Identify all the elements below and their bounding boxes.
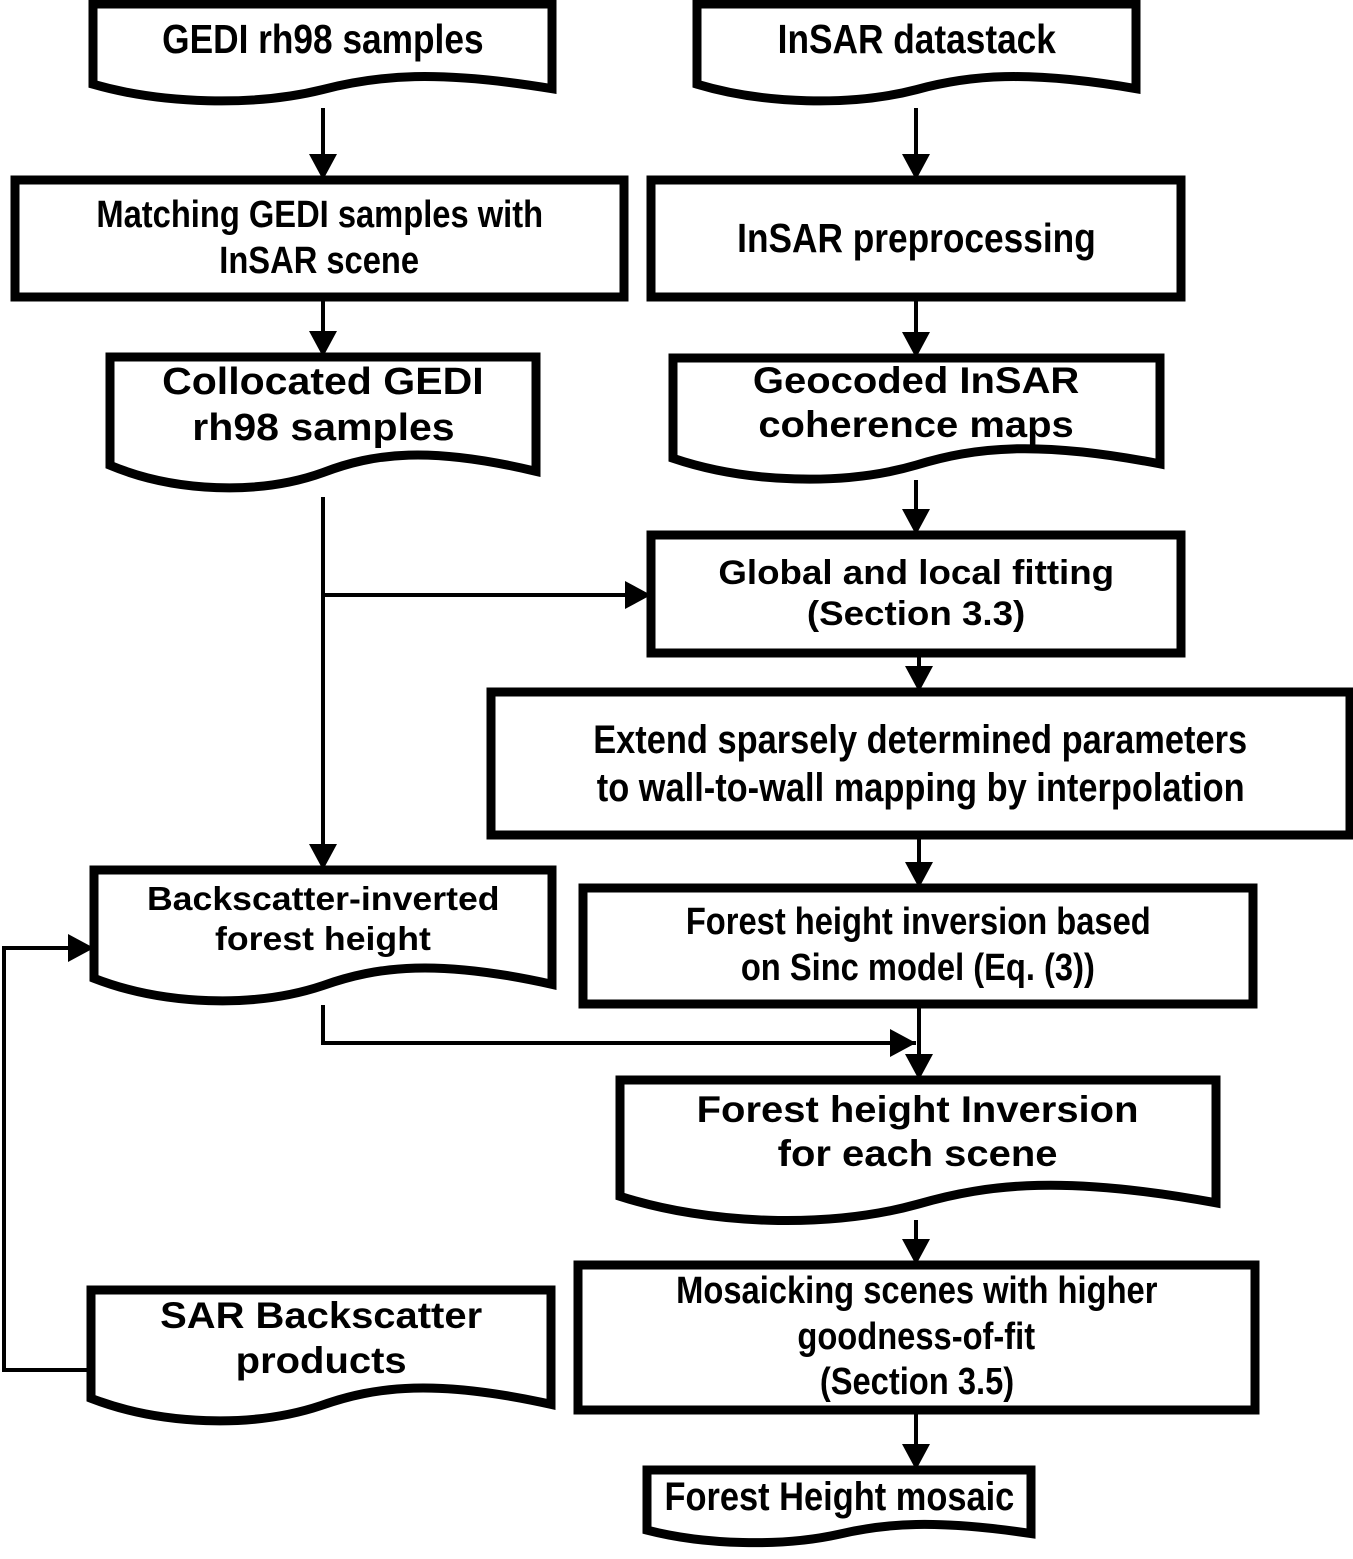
node-shape-geocoded	[668, 353, 1165, 484]
arrowhead-icon	[902, 1239, 930, 1265]
node-label-line: Collocated GEDI	[162, 361, 484, 403]
arrowhead-icon	[68, 934, 94, 962]
node-label-mosaic: Forest Height mosaic	[647, 1470, 1031, 1524]
node-label-line: SAR Backscatter	[159, 1295, 483, 1337]
edge-sar-products-to-backscatter-inv	[2, 934, 94, 1372]
arrowhead-icon	[902, 154, 930, 180]
node-label-line: InSAR scene	[219, 239, 420, 282]
arrowhead-icon	[890, 1029, 916, 1057]
node-label-fitting: Global and local fitting(Section 3.3)	[651, 535, 1181, 653]
edge-per-scene-to-mosaicking	[902, 1220, 930, 1265]
arrowhead-icon	[309, 844, 337, 870]
node-shape-mosaicking	[573, 1260, 1260, 1415]
node-shape-fitting	[646, 530, 1186, 658]
node-shape-insar-stack	[692, 0, 1141, 106]
node-label-gedi-rh98: GEDI rh98 samples	[93, 4, 552, 76]
node-label-line: Forest height inversion based	[685, 901, 1151, 944]
node-label-line: Forest height Inversion	[697, 1088, 1139, 1130]
node-label-line: products	[235, 1339, 407, 1381]
node-shape-collocated	[105, 352, 541, 493]
edge-backscatter-inv-to-per-scene	[321, 1005, 916, 1057]
edge-geocoded-to-fitting	[902, 480, 930, 535]
node-label-line: (Section 3.5)	[819, 1361, 1014, 1404]
node-label-line: Forest Height mosaic	[664, 1475, 1014, 1519]
node-shape-matching	[10, 175, 629, 302]
node-label-line: Matching GEDI samples with	[96, 193, 543, 236]
connector-line	[321, 1005, 916, 1045]
arrowhead-icon	[905, 666, 933, 692]
edge-collocated-to-backscatter-inv	[309, 497, 337, 870]
node-shape-insar-pre	[646, 175, 1186, 302]
arrowhead-icon	[309, 331, 337, 357]
node-label-line: (Section 3.3)	[806, 595, 1026, 633]
node-label-line: rh98 samples	[191, 406, 455, 449]
arrowhead-icon	[625, 581, 651, 609]
arrowhead-icon	[902, 1444, 930, 1470]
node-label-line: Geocoded InSAR	[753, 359, 1080, 401]
node-label-line: forest height	[215, 919, 431, 957]
edge-collocated-to-fitting	[323, 581, 651, 609]
arrowhead-icon	[905, 1054, 933, 1080]
node-shape-sar-products	[86, 1285, 556, 1426]
arrowhead-icon	[902, 509, 930, 535]
edge-extend-to-sinc	[905, 835, 933, 888]
node-shape-per-scene	[615, 1075, 1221, 1226]
node-label-line: Global and local fitting	[718, 554, 1114, 593]
node-label-line: to wall-to-wall mapping by interpolation	[596, 765, 1245, 810]
node-shape-sinc	[578, 883, 1258, 1009]
node-label-line: coherence maps	[758, 404, 1075, 445]
arrowhead-icon	[902, 332, 930, 358]
node-label-line: Extend sparsely determined parameters	[593, 717, 1248, 762]
edge-fitting-to-extend	[905, 653, 933, 692]
connector-line	[2, 946, 94, 1372]
node-shape-gedi-rh98	[88, 0, 557, 106]
edge-insar-pre-to-geocoded	[902, 297, 930, 358]
node-label-line: Backscatter-inverted	[146, 880, 500, 917]
arrowhead-icon	[905, 862, 933, 888]
node-label-insar-stack: InSAR datastack	[697, 4, 1136, 76]
edge-insar-stack-to-insar-pre	[902, 108, 930, 180]
node-shape-mosaic	[642, 1465, 1036, 1548]
node-label-line: InSAR preprocessing	[736, 214, 1096, 261]
node-label-line: goodness-of-fit	[797, 1315, 1036, 1358]
edge-mosaicking-to-mosaic	[902, 1410, 930, 1470]
node-shape-backscatter-inv	[89, 865, 557, 1006]
node-label-line: on Sinc model (Eq. (3))	[740, 947, 1096, 989]
edge-gedi-rh98-to-matching	[309, 108, 337, 180]
node-label-insar-pre: InSAR preprocessing	[651, 180, 1181, 297]
edge-matching-to-collocated	[309, 297, 337, 357]
arrowhead-icon	[309, 154, 337, 180]
node-label-line: InSAR datastack	[777, 16, 1056, 63]
node-shape-extend	[486, 687, 1353, 840]
node-label-line: GEDI rh98 samples	[161, 16, 484, 63]
node-label-line: Mosaicking scenes with higher	[675, 1270, 1158, 1313]
node-label-line: for each scene	[778, 1133, 1058, 1175]
edge-sinc-to-per-scene	[905, 1004, 933, 1080]
